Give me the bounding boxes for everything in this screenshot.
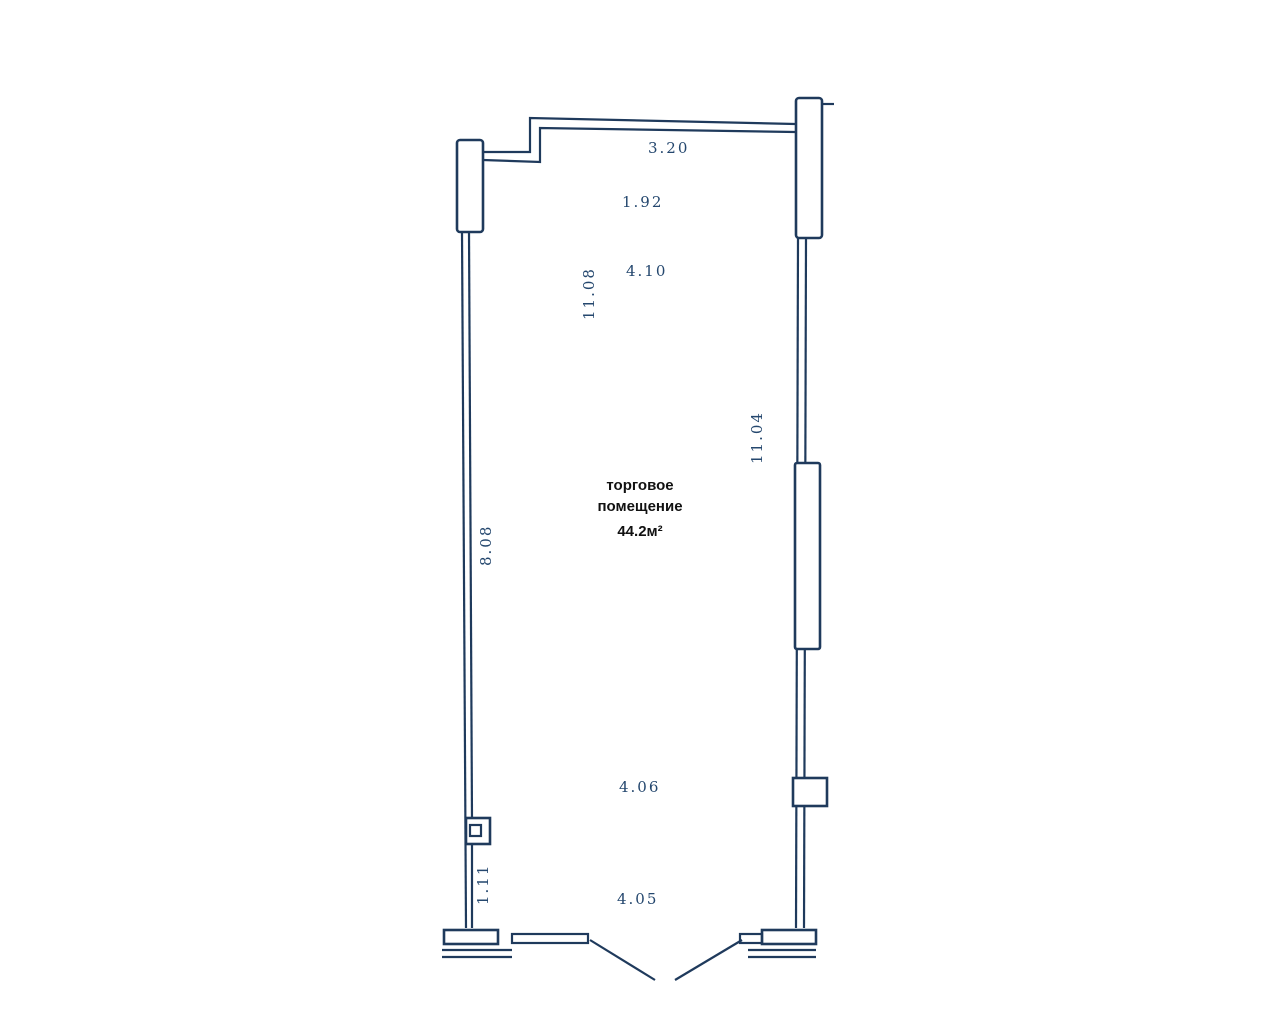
left-wall bbox=[455, 138, 492, 929]
room-name-line1: торговое bbox=[606, 477, 673, 494]
dim-bottom-width: 4.05 bbox=[617, 890, 658, 908]
door-swing-left bbox=[589, 939, 656, 981]
dim-upper-width: 1.92 bbox=[622, 193, 663, 211]
door-swing-right bbox=[674, 939, 743, 981]
dim-lower-width: 4.06 bbox=[619, 778, 660, 796]
room-name-line2: помещение bbox=[597, 498, 682, 515]
dim-left-small: 1.11 bbox=[474, 864, 492, 905]
right-wall bbox=[791, 96, 834, 929]
top-wall bbox=[482, 116, 796, 164]
dim-left-inner: 11.08 bbox=[580, 267, 598, 320]
dim-right-length: 11.04 bbox=[748, 411, 766, 464]
dim-left-length: 8.08 bbox=[477, 525, 495, 566]
dim-top-width: 3.20 bbox=[648, 139, 689, 157]
dim-mid-width: 4.10 bbox=[626, 262, 667, 280]
entrance bbox=[442, 928, 818, 981]
room-area: 44.2м² bbox=[617, 523, 662, 540]
